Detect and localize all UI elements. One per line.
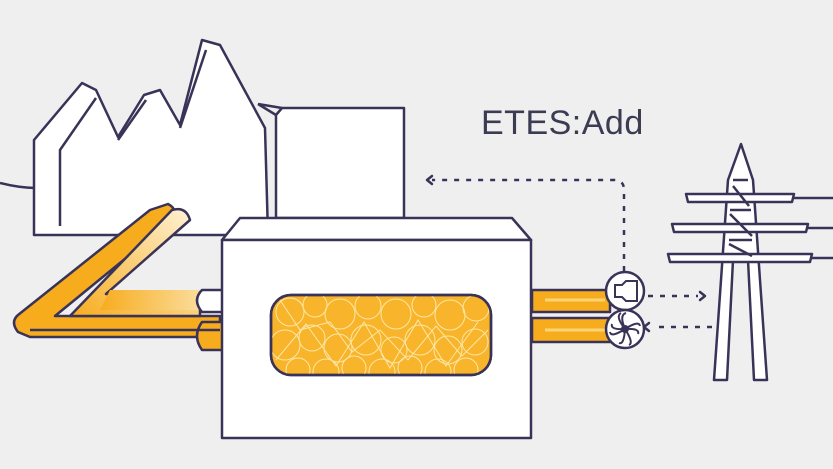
storage-top-box <box>257 102 406 220</box>
etes-label: ETES:Add <box>481 104 644 142</box>
turbine-icon <box>604 308 646 350</box>
ground-line <box>0 181 37 190</box>
heat-pipes-left <box>12 202 228 352</box>
compressor-icon <box>604 270 646 312</box>
heat-pipes-right <box>530 288 612 344</box>
arrow-heads <box>425 174 707 333</box>
factory-icon <box>32 38 270 237</box>
thermal-stones <box>269 293 493 377</box>
flow-arrows <box>432 178 712 329</box>
pylon-icon <box>666 142 833 382</box>
